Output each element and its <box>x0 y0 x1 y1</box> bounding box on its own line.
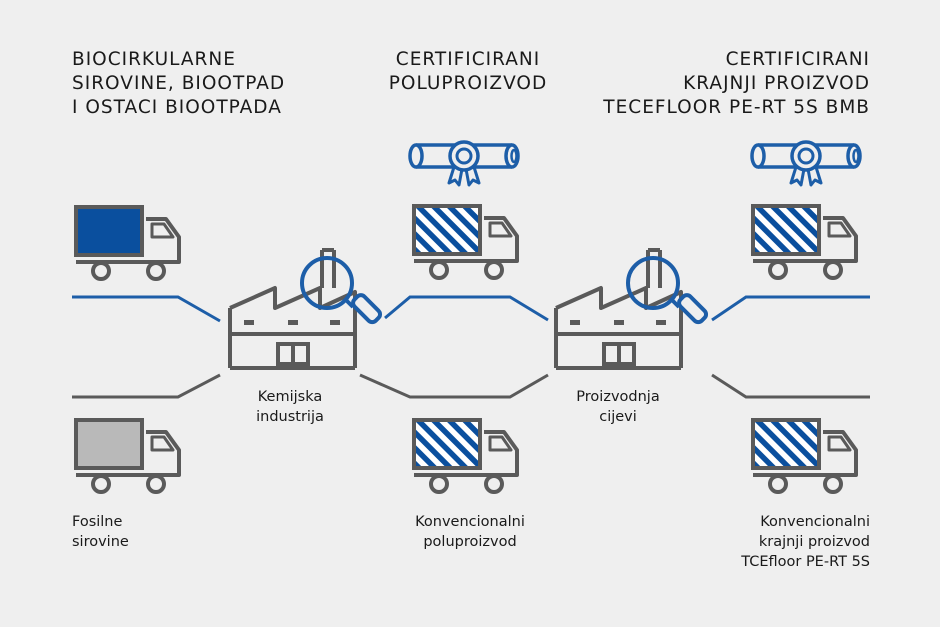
certificate-icon <box>750 140 862 187</box>
node-label-line: Proizvodnja <box>576 389 660 405</box>
fossil-flow-line-2 <box>359 373 549 399</box>
node-label-line: Kemijska <box>257 389 323 405</box>
truck-icon <box>412 418 519 494</box>
heading-line: TECEFLOOR PE-RT 5S BMB <box>603 97 870 118</box>
heading-line: POLUPROIZVOD <box>388 73 548 94</box>
truck-icon <box>74 205 181 281</box>
label-line: TCEfloor PE-RT 5S <box>741 554 870 570</box>
heading-line: I OSTACI BIOOTPADA <box>72 97 282 118</box>
truck-icon <box>751 418 858 494</box>
factory-icon <box>228 248 357 370</box>
heading-line: CERTIFICIRANI <box>725 49 870 70</box>
truck-icon <box>751 204 858 280</box>
heading-line: SIROVINE, BIOOTPAD <box>72 73 286 94</box>
node-label-line: industrija <box>256 409 324 425</box>
heading-line: BIOCIRKULARNE <box>72 49 236 70</box>
node-chemical-industry: Kemijska industrija <box>230 387 350 427</box>
flow-lines <box>72 295 870 399</box>
label-line: Fosilne <box>72 514 123 530</box>
label-line: Konvencionalni <box>760 514 870 530</box>
bio-flow-line-3 <box>711 295 870 322</box>
bio-flow-line-1 <box>72 295 221 323</box>
heading-line: KRAJNJI PROIZVOD <box>683 73 870 94</box>
factory-icon <box>554 248 683 370</box>
label-line: krajnji proizvod <box>758 534 870 550</box>
fossil-flow-line-1 <box>72 373 221 399</box>
node-label-line: cijevi <box>599 409 637 425</box>
label-line: Konvencionalni <box>415 514 525 530</box>
heading-line: CERTIFICIRANI <box>395 49 541 70</box>
truck-icon <box>412 204 519 280</box>
heading-certified-final: CERTIFICIRANI KRAJNJI PROIZVOD TECEFLOOR… <box>603 48 870 120</box>
label-conventional-final: Konvencionalni krajnji proizvod TCEfloor… <box>741 512 870 572</box>
heading-certified-semi: CERTIFICIRANI POLUPROIZVOD <box>378 48 558 96</box>
truck-icon <box>74 418 181 494</box>
node-pipe-production: Proizvodnja cijevi <box>558 387 678 427</box>
label-fossil: Fosilne sirovine <box>72 512 129 552</box>
heading-biocircular: BIOCIRKULARNE SIROVINE, BIOOTPAD I OSTAC… <box>72 48 285 120</box>
bio-flow-line-2 <box>384 295 549 322</box>
certificate-icon <box>408 140 520 187</box>
fossil-flow-line-3 <box>711 373 870 399</box>
label-conventional-semi: Konvencionalni poluproizvod <box>380 512 560 552</box>
label-line: poluproizvod <box>423 534 517 550</box>
label-line: sirovine <box>72 534 129 550</box>
